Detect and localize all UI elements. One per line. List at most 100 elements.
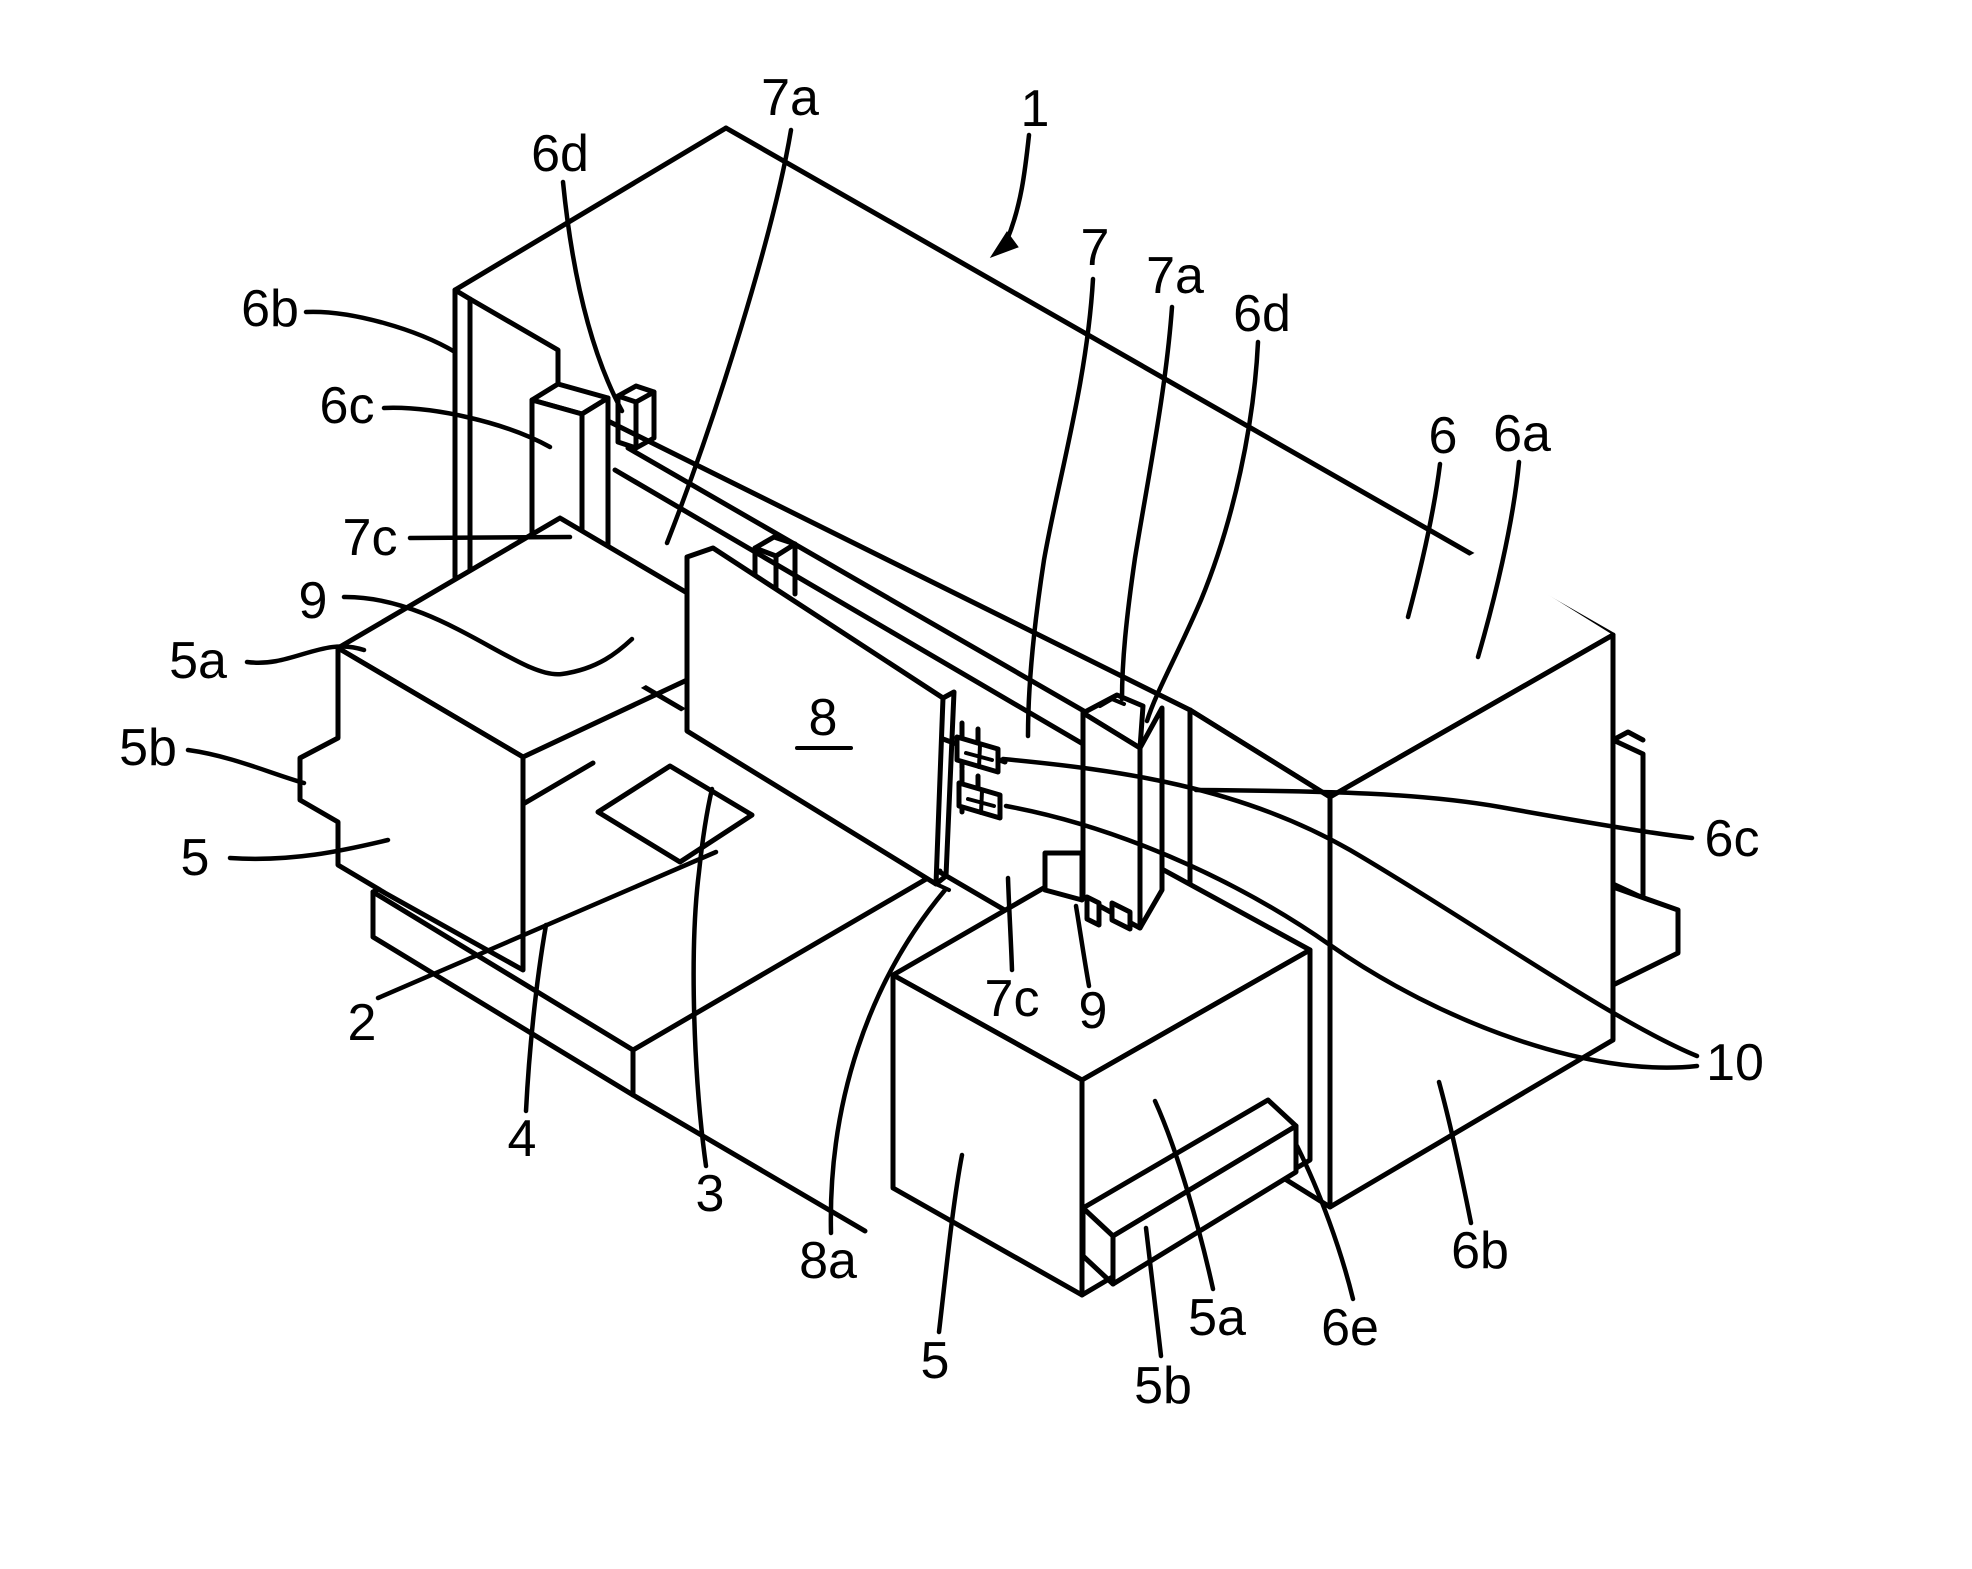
flange-6e-block-top — [1611, 882, 1680, 912]
plate-8-face — [684, 545, 946, 887]
platform-front-face — [370, 889, 636, 1098]
ref-label-6e: 6e — [1321, 1299, 1379, 1357]
tab-7a-left-body — [615, 389, 657, 451]
right-box-top-fill — [1190, 551, 1613, 797]
post-foot-right — [1109, 900, 1133, 932]
post-bracket — [1042, 850, 1085, 903]
ref-label-5-bottom: 5 — [921, 1332, 950, 1390]
leader-5b-right — [1143, 1225, 1164, 1359]
recess-3-outline — [595, 763, 755, 865]
left-block-front-face — [297, 645, 526, 973]
right-box-right-face — [1327, 632, 1616, 1210]
wall-top-long-edge — [605, 418, 1193, 713]
leader-7 — [1025, 276, 1096, 739]
leader-6a — [1475, 459, 1522, 660]
ref-label-7c-bottom: 7c — [985, 970, 1040, 1028]
base-front-edge — [630, 1092, 868, 1234]
ref-label-8a: 8a — [799, 1232, 857, 1290]
post-foot-left — [1084, 894, 1102, 928]
leader-1-arrowhead — [989, 231, 1019, 258]
leader-6b-right — [1436, 1079, 1474, 1226]
ref-label-3: 3 — [696, 1165, 725, 1223]
flange-6e-block — [1610, 884, 1681, 988]
ref-label-5a-bottom: 5a — [1188, 1289, 1246, 1347]
platform-front-edge — [370, 889, 636, 1053]
leader-7a-left — [664, 127, 794, 546]
ref-label-6d-right: 6d — [1233, 285, 1291, 343]
leader-9-bottom — [1073, 903, 1092, 989]
ref-label-9-left: 9 — [299, 572, 328, 630]
leader-2 — [375, 849, 719, 1001]
ref-label-2: 2 — [348, 994, 377, 1052]
ref-label-5b-left: 5b — [119, 719, 177, 777]
ledge-5a-left-end — [1080, 1205, 1116, 1287]
ref-label-6d-left: 6d — [531, 125, 589, 183]
left-block-top-edges — [335, 515, 748, 760]
left-terminal-block — [297, 515, 748, 973]
leader-7a-right — [1119, 304, 1175, 702]
leader-6c-left — [381, 405, 553, 450]
leader-9-left — [341, 594, 635, 677]
terminal-fittings-10 — [954, 720, 1003, 821]
roof-left-edge — [452, 125, 729, 293]
ref-label-7a-left: 7a — [761, 69, 819, 127]
ref-label-7a-right: 7a — [1146, 247, 1204, 305]
connector-plate-8 — [684, 545, 957, 892]
ref-label-5b-bottom: 5b — [1134, 1357, 1192, 1415]
terminal-rail-top-edge — [625, 445, 1099, 721]
ref-label-7: 7 — [1081, 219, 1110, 277]
ref-label-5-left: 5 — [181, 829, 210, 887]
leader-5a-right — [1152, 1098, 1216, 1292]
bottom-terminal-block — [890, 842, 1313, 1298]
center-post-front-face — [1080, 710, 1143, 931]
ref-label-6c-right: 6c — [1705, 810, 1760, 868]
fitting-10-upper-cross — [964, 743, 994, 769]
center-guide-post — [1042, 692, 1165, 932]
ledge-5a-front-face — [1110, 1123, 1299, 1287]
ref-label-7c-left: 7c — [343, 509, 398, 567]
terminal-rail-front-edge — [612, 467, 1086, 747]
flange-6e-strip-top — [1610, 729, 1646, 743]
leader-7c-left — [407, 534, 573, 541]
ref-label-6b-left: 6b — [241, 280, 299, 338]
leader-6d-right — [1144, 339, 1261, 724]
leader-6b-left — [303, 309, 458, 355]
ref-label-6c-left: 6c — [320, 377, 375, 435]
ref-label-5a-left: 5a — [169, 632, 227, 690]
fitting-10-lower-cross — [966, 789, 996, 815]
leader-6d-left — [560, 179, 625, 414]
ref-label-4: 4 — [508, 1110, 537, 1168]
leader-7c-bottom — [1005, 875, 1015, 973]
ref-label-6b-right: 6b — [1451, 1222, 1509, 1280]
leader-6 — [1405, 461, 1443, 620]
leader-1 — [1004, 132, 1032, 243]
flange-6e-strip — [1610, 737, 1646, 901]
roof-ridge-line — [723, 125, 1616, 638]
leader-5-right — [936, 1152, 965, 1335]
ref-label-1: 1 — [1021, 80, 1050, 138]
left-block-top-fill — [338, 518, 745, 757]
center-post-right-face — [1137, 705, 1165, 931]
center-post-top-notch — [1098, 697, 1126, 708]
ref-label-6: 6 — [1429, 407, 1458, 465]
platform-right-edge — [630, 868, 943, 1053]
leader-5a-left — [244, 644, 367, 666]
leader-8a — [828, 887, 948, 1236]
leader-10-upper — [1000, 756, 1700, 1059]
leader-5b-left — [185, 747, 307, 786]
leader-3 — [691, 786, 715, 1169]
wall-cut-face — [452, 287, 473, 588]
leader-4 — [523, 922, 549, 1114]
ref-label-8: 8 — [809, 689, 838, 747]
leader-6e — [1294, 1143, 1356, 1302]
plate-8-thickness — [933, 689, 957, 887]
leader-10-lower — [1003, 803, 1700, 1070]
ref-label-10: 10 — [1706, 1034, 1764, 1092]
reference-labels: 1 2 3 4 5 5 5a 5a 5b 5b 6 6a 6b 6b 6c 6c… — [119, 69, 1764, 1415]
leader-6c-right — [1193, 787, 1695, 841]
ref-label-9-bottom: 9 — [1079, 982, 1108, 1040]
leader-lines — [185, 127, 1700, 1359]
leader-5-left — [227, 837, 391, 862]
